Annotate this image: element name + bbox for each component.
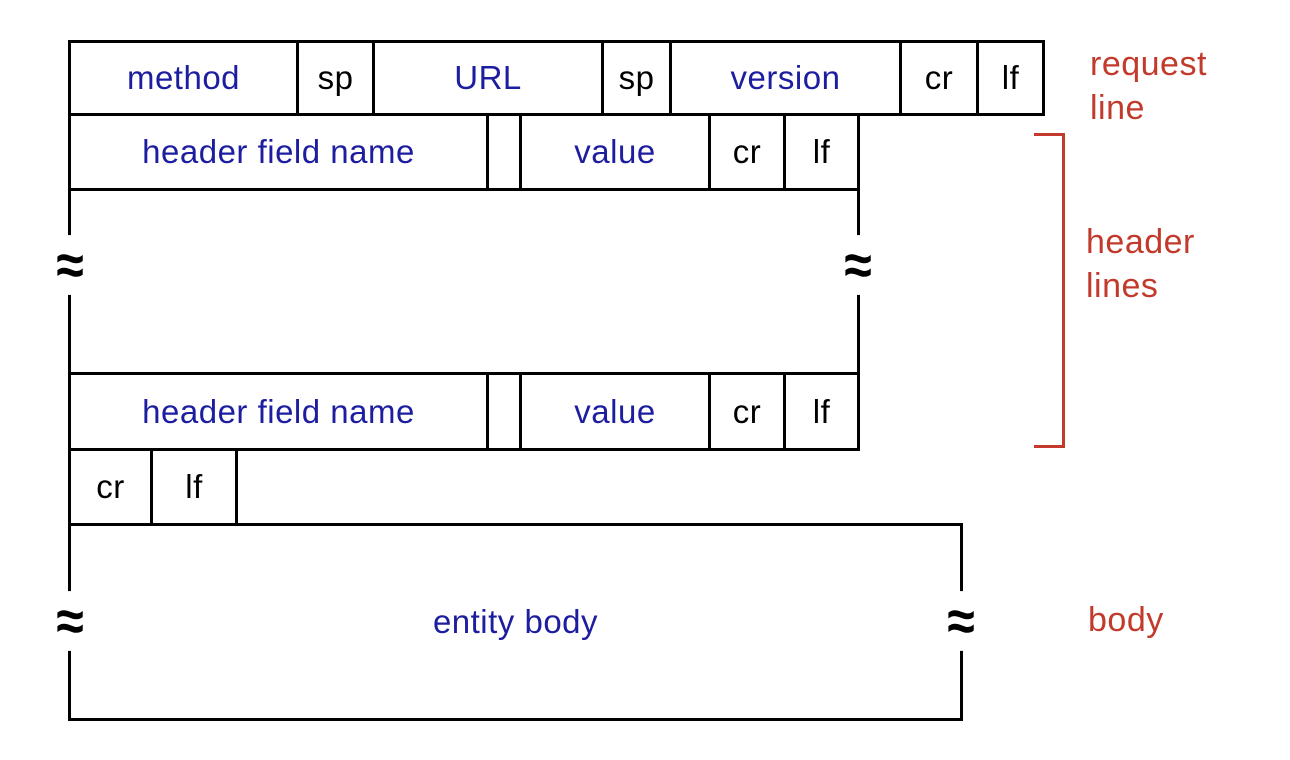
header-lines-bracket-bottom-tick <box>1034 445 1065 448</box>
request-line-annotation: request line <box>1090 45 1207 128</box>
continuation-break-icon: ≈ <box>946 588 976 654</box>
continuation-break-icon: ≈ <box>55 232 85 298</box>
sp-cell: sp <box>601 40 672 116</box>
more-header-lines-box <box>68 188 860 375</box>
body-annotation: body <box>1088 601 1164 639</box>
lf-cell: lf <box>783 372 860 451</box>
continuation-break-icon: ≈ <box>843 232 873 298</box>
header-lines-bracket-vertical <box>1062 133 1065 448</box>
cr-cell: cr <box>708 113 786 191</box>
cr-cell: cr <box>68 448 153 526</box>
continuation-break-icon: ≈ <box>55 588 85 654</box>
header-field-name-cell: header field name <box>68 113 489 191</box>
url-cell: URL <box>372 40 604 116</box>
version-cell: version <box>669 40 902 116</box>
cr-cell: cr <box>899 40 979 116</box>
lf-cell: lf <box>150 448 238 526</box>
value-cell: value <box>519 113 711 191</box>
separator-cell <box>486 372 522 451</box>
header-lines-annotation: header lines <box>1086 223 1195 306</box>
sp-cell: sp <box>296 40 375 116</box>
entity-body-box: entity body <box>68 523 963 721</box>
separator-cell <box>486 113 522 191</box>
value-cell: value <box>519 372 711 451</box>
method-cell: method <box>68 40 299 116</box>
header-lines-bracket-top-tick <box>1034 133 1065 136</box>
lf-cell: lf <box>976 40 1045 116</box>
cr-cell: cr <box>708 372 786 451</box>
header-field-name-cell: header field name <box>68 372 489 451</box>
lf-cell: lf <box>783 113 860 191</box>
